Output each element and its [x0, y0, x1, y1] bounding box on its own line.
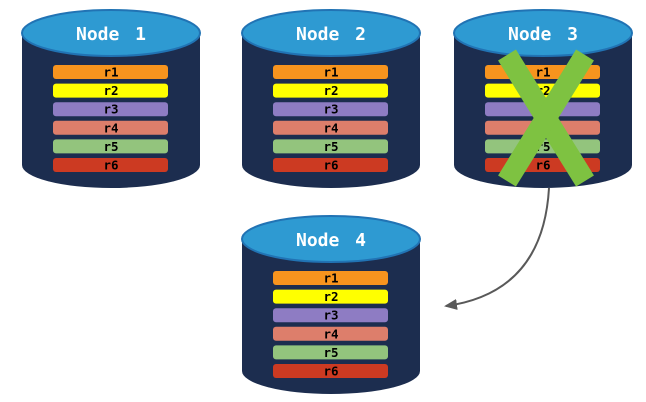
replica-row: r1	[273, 65, 388, 80]
replica-bar	[273, 83, 388, 98]
replica-bar	[273, 271, 388, 285]
node-title: Node 3	[508, 24, 578, 45]
cylinder-top	[241, 215, 421, 263]
replica-row: r5	[485, 139, 600, 154]
replica-row: r6	[273, 364, 388, 379]
replica-label: r3	[103, 102, 118, 117]
arrow-icon	[444, 187, 550, 310]
replica-row: r1	[53, 65, 168, 80]
replica-bar	[273, 289, 388, 304]
replica-row: r6	[53, 158, 168, 173]
node-title: Node 1	[76, 24, 146, 45]
replica-row: r5	[273, 345, 388, 360]
replica-row: r3	[485, 102, 600, 117]
replica-bar	[273, 345, 388, 360]
replica-bar	[273, 158, 388, 172]
node-2-cylinder: Node 2 r1 r2 r3 r4 r5	[241, 9, 421, 188]
node-4-cylinder: Node 4 r1 r2 r3 r4 r5	[241, 215, 421, 394]
replica-label: r5	[103, 139, 118, 154]
replica-row: r2	[273, 83, 388, 98]
node-1-cylinder: Node 1 r1 r2 r3 r4 r5	[21, 9, 201, 188]
node-title: Node 2	[296, 24, 366, 45]
replica-row: r5	[273, 139, 388, 154]
replica-label: r3	[535, 102, 550, 117]
failover-arrow	[410, 180, 570, 320]
replica-label: r4	[323, 326, 338, 341]
replica-bar	[273, 364, 388, 378]
replica-label: r4	[323, 120, 338, 135]
node-4: Node 4 r1 r2 r3 r4 r5	[235, 211, 427, 401]
replica-label: r2	[103, 83, 118, 98]
replica-row: r5	[53, 139, 168, 154]
node-3: Node 3 r1 r2 r3 r4 r5	[447, 5, 639, 195]
replica-row: r1	[273, 271, 388, 286]
replica-label: r1	[535, 65, 550, 80]
replica-label: r1	[103, 65, 118, 80]
replica-row: r2	[485, 83, 600, 98]
replica-label: r6	[323, 364, 338, 379]
replica-label: r3	[323, 102, 338, 117]
replica-row: r4	[485, 120, 600, 135]
replica-row: r2	[273, 289, 388, 304]
replica-row: r3	[53, 102, 168, 117]
node-3-cylinder: Node 3 r1 r2 r3 r4 r5	[453, 9, 633, 188]
replica-bar	[273, 102, 388, 117]
replica-label: r4	[103, 120, 118, 135]
replica-row: r4	[53, 120, 168, 135]
replica-bar	[273, 65, 388, 79]
arrow-path	[444, 187, 550, 310]
replica-bar	[273, 308, 388, 323]
replica-label: r4	[535, 120, 550, 135]
node-2: Node 2 r1 r2 r3 r4 r5	[235, 5, 427, 195]
replica-row: r3	[273, 308, 388, 323]
replica-row: r2	[53, 83, 168, 98]
replica-bar	[273, 326, 388, 341]
node-1: Node 1 r1 r2 r3 r4 r5	[15, 5, 207, 195]
replica-label: r5	[323, 345, 338, 360]
replica-label: r1	[323, 65, 338, 80]
replica-row: r6	[485, 158, 600, 173]
replica-label: r5	[323, 139, 338, 154]
node-title: Node 4	[296, 230, 366, 251]
replica-row: r3	[273, 102, 388, 117]
replica-bar	[53, 139, 168, 154]
replica-label: r1	[323, 271, 338, 286]
replica-label: r6	[103, 158, 118, 173]
replica-label: r2	[323, 83, 338, 98]
replica-bar	[53, 120, 168, 135]
cylinder-top	[21, 9, 201, 57]
replica-label: r2	[535, 83, 550, 98]
replica-row: r1	[485, 65, 600, 80]
cylinder-top	[241, 9, 421, 57]
replica-label: r2	[323, 289, 338, 304]
replica-bar	[53, 102, 168, 117]
replica-bar	[53, 158, 168, 172]
replica-bar	[53, 65, 168, 79]
replica-label: r3	[323, 308, 338, 323]
replica-bar	[53, 83, 168, 98]
replica-bar	[273, 139, 388, 154]
replica-row: r4	[273, 120, 388, 135]
replica-row: r6	[273, 158, 388, 173]
replica-label: r5	[535, 139, 550, 154]
replica-row: r4	[273, 326, 388, 341]
replica-label: r6	[535, 158, 550, 173]
replica-label: r6	[323, 158, 338, 173]
replica-bar	[273, 120, 388, 135]
